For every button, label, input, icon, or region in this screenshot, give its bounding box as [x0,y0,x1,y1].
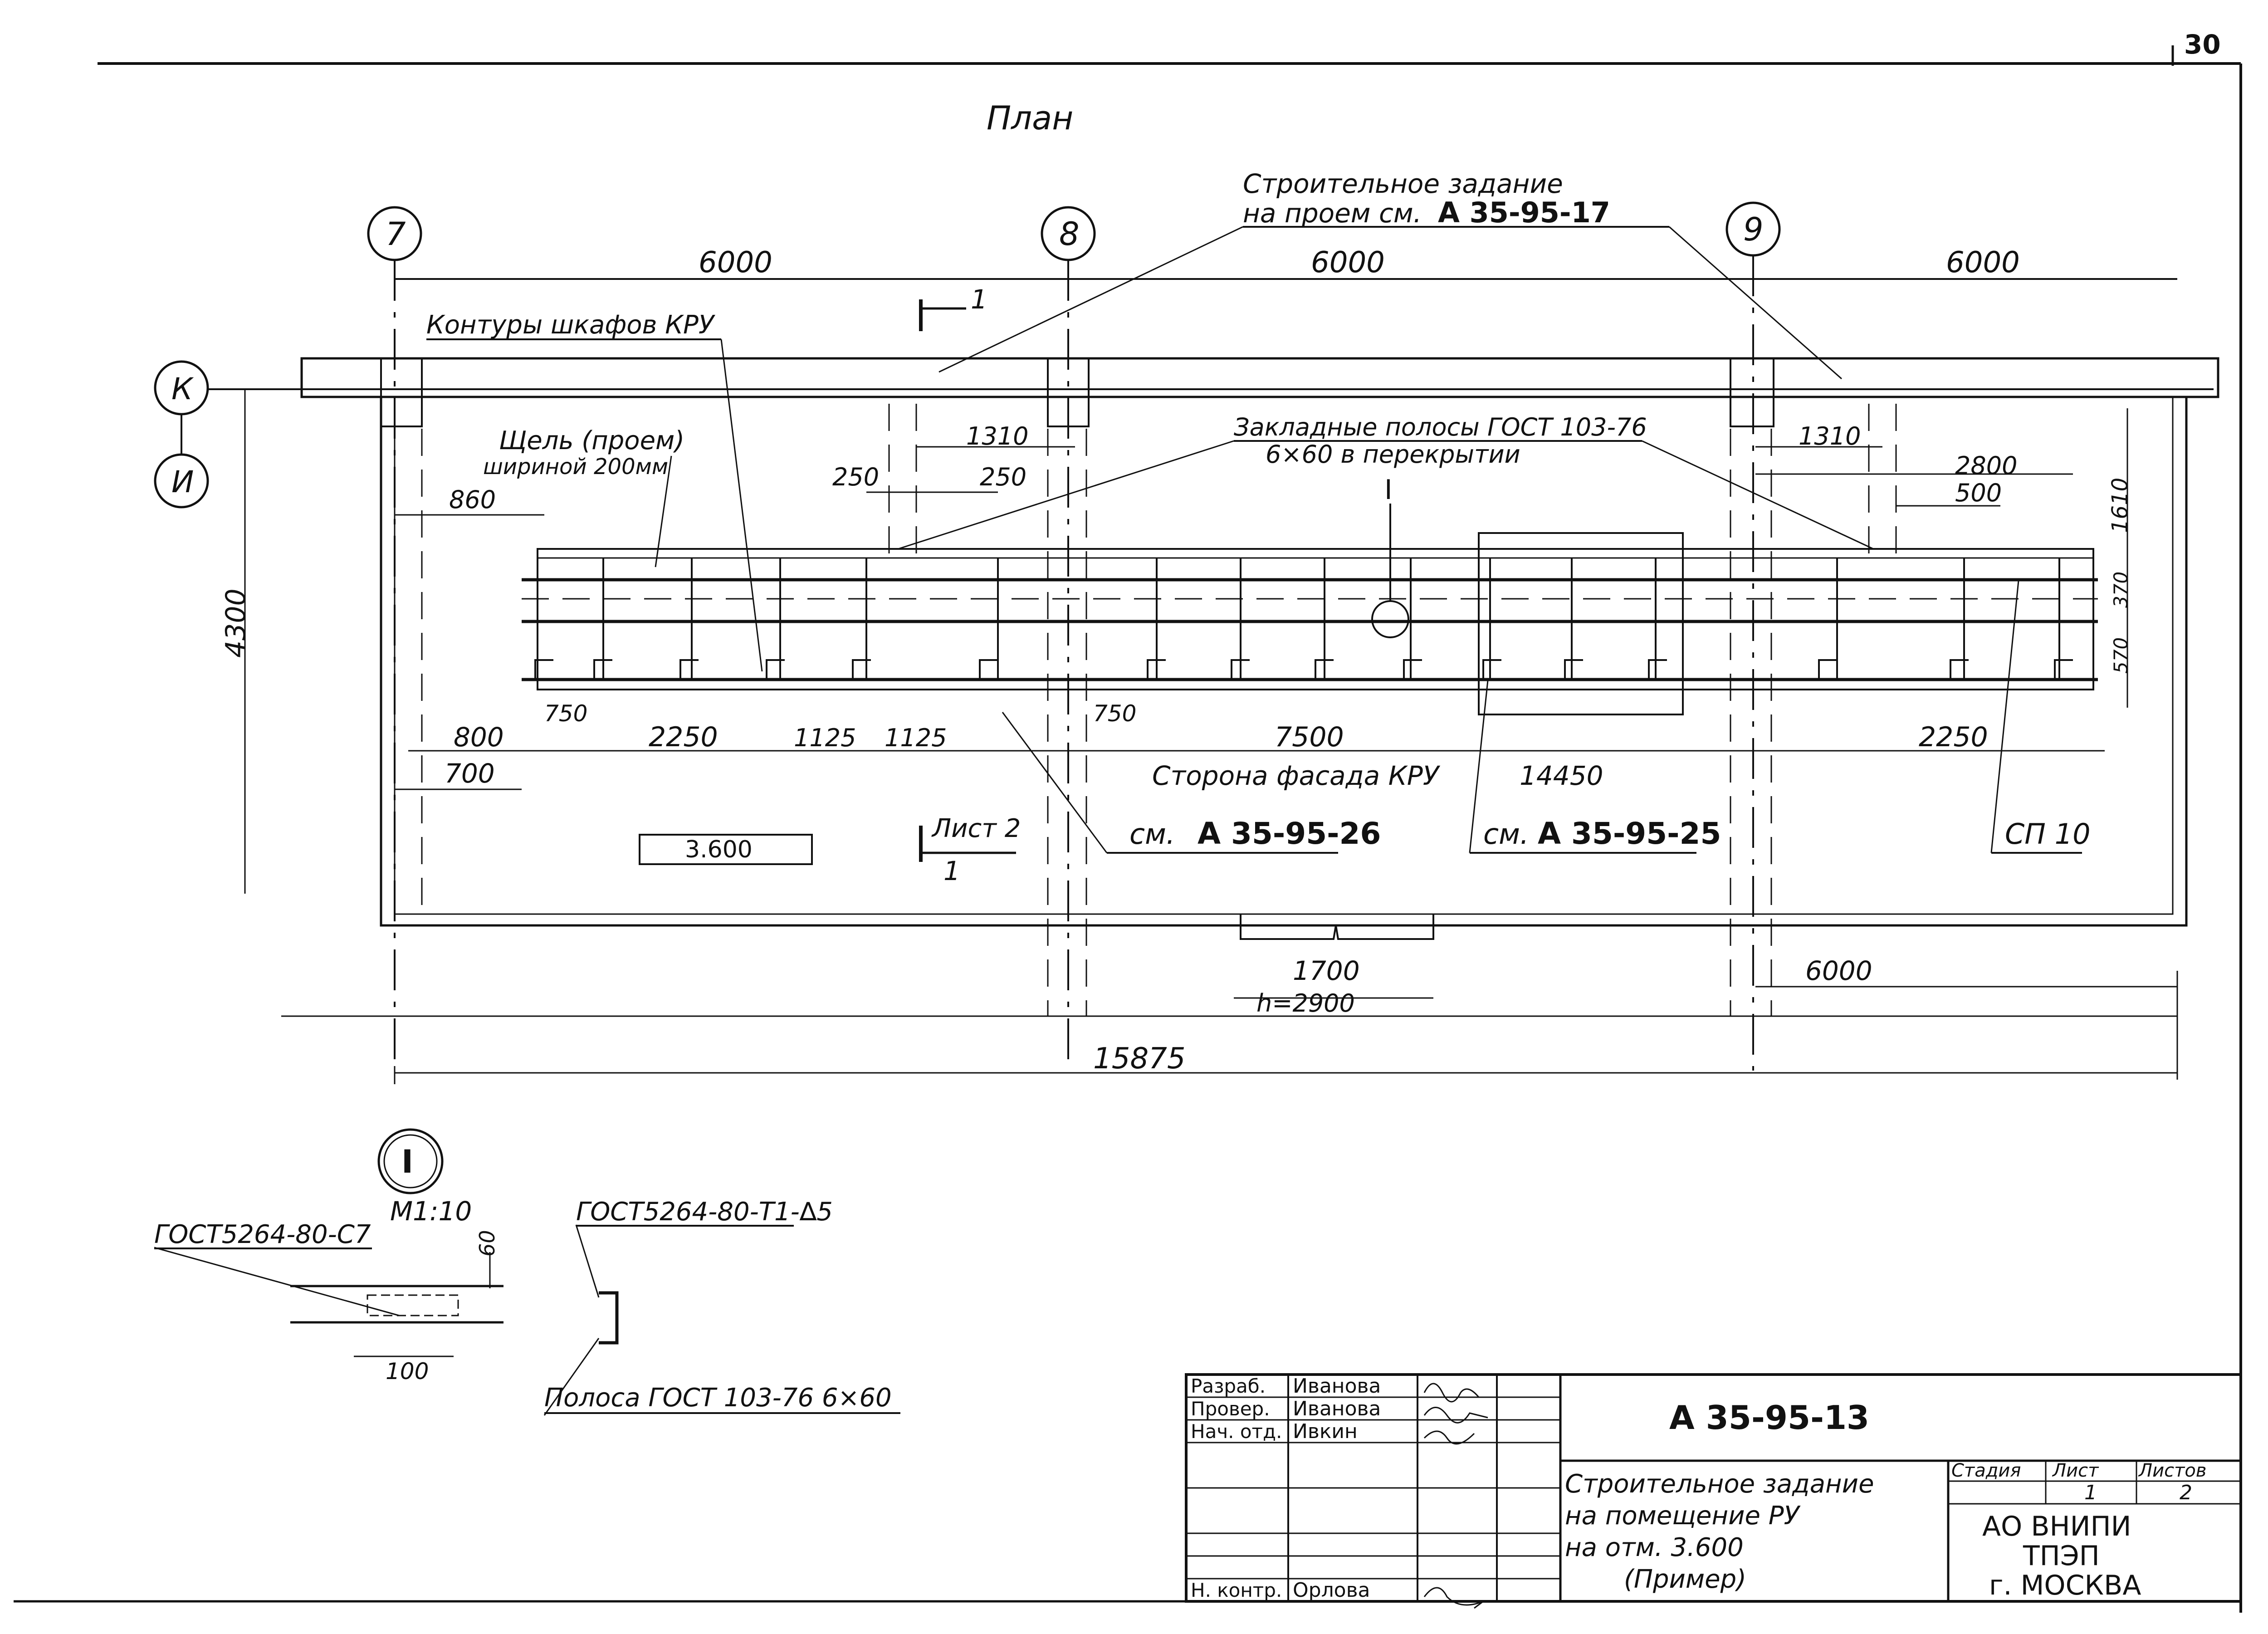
slot-callout-line1: Щель (проем) [499,426,684,455]
dim-4300: 4300 [220,588,252,658]
section-mark [919,299,1016,862]
span-6000-2: 6000 [1311,246,1385,279]
span-6000-3: 6000 [1946,246,2020,279]
sheet-header: Лист [2052,1460,2099,1481]
dim-1310-b: 1310 [1799,422,1861,450]
detail-dim-60: 60 [475,1230,499,1257]
section-bottom-number: 1 [943,856,960,886]
sheet-frame [14,45,2242,1613]
title-block [1185,1373,2242,1603]
elevation-value: 3.600 [685,836,753,863]
strips-callout-line2: 6×60 в перекрытии [1266,440,1520,469]
opening-task-ref: А 35-95-17 [1438,196,1610,229]
dim-2250-a: 2250 [649,721,718,753]
detail-dim-100: 100 [386,1358,429,1384]
axis-9-label: 9 [1743,211,1764,248]
dim-2800: 2800 [1955,451,2017,480]
dim-570: 570 [2110,637,2132,674]
desc-line-4: (Пример) [1624,1565,1746,1594]
detail-i-title: I [401,1143,413,1180]
detail-i-ref: I [1384,474,1393,506]
detail-i: I [154,1128,619,1416]
cn10-callout: СП 10 [2005,817,2091,851]
sheets-header: Листов [2138,1460,2206,1481]
org-line-1: АО ВНИПИ [1982,1511,2131,1542]
desc-line-3: на отм. 3.600 [1565,1533,1744,1562]
sheet-value: 1 [2084,1481,2097,1504]
door-height: h=2900 [1256,989,1355,1018]
dim-860: 860 [449,485,496,514]
dim-750-b: 750 [1093,700,1136,727]
dim-1700: 1700 [1293,955,1360,986]
see-26-ref: А 35-95-26 [1198,816,1381,851]
dim-1125-a: 1125 [794,724,856,752]
span-6000-right: 6000 [1805,955,1872,986]
span-6000-1: 6000 [699,246,772,279]
dim-14450: 14450 [1520,760,1603,791]
dimension-lines [244,389,2178,1084]
sheet-number: 30 [2184,29,2221,60]
see-25-ref: А 35-95-25 [1538,816,1721,851]
desc-line-1: Строительное задание [1565,1469,1874,1499]
plan-title: План [987,99,1073,137]
dim-7500: 7500 [1275,721,1344,753]
name-0: Иванова [1293,1375,1381,1398]
opening-task-line1: Строительное задание [1243,168,1563,199]
dim-1125-b: 1125 [885,724,947,752]
detail-i-marker [1371,600,1409,638]
cabinet-outlines [394,404,2098,1016]
signatures [1423,1383,1488,1609]
section-top-number: 1 [971,284,987,315]
see-25-prefix: см. [1483,817,1529,851]
dim-500: 500 [1955,479,2002,507]
section-sheet-ref: Лист 2 [931,814,1021,843]
role-2: Нач. отд. [1191,1420,1282,1443]
dim-1610: 1610 [2107,478,2133,533]
dim-250-b: 250 [980,463,1026,491]
dim-800: 800 [454,722,504,753]
slot-callout-line2: шириной 200мм [483,454,668,479]
weld-2: ГОСТ5264-80-Т1-∆5 [576,1197,833,1227]
dim-370: 370 [2110,572,2132,608]
dim-750-a: 750 [544,700,587,727]
org-line-2: ТПЭП [2023,1540,2100,1572]
dim-700: 700 [445,758,495,789]
elevation-box [639,834,813,865]
facade-side: Сторона фасада КРУ [1152,760,1441,791]
room-outline [300,357,2219,940]
desc-line-2: на помещение РУ [1565,1501,1801,1531]
detail-scale: М1:10 [390,1196,472,1227]
role-7: Н. контр. [1191,1579,1282,1601]
opening-task-line2: на проем см. [1243,198,1422,229]
role-0: Разраб. [1191,1375,1266,1397]
axis-8-label: 8 [1059,215,1080,253]
top-dimension-line [395,270,2177,288]
axis-7-label: 7 [386,215,406,253]
cabinets-callout: Контуры шкафов КРУ [426,310,716,340]
dim-250-a: 250 [832,463,879,491]
span-15875: 15875 [1093,1042,1186,1076]
org-line-3: г. МОСКВА [1989,1570,2141,1601]
name-2: Ивкин [1293,1420,1358,1443]
sheets-value: 2 [2180,1481,2192,1504]
axis-lines [394,255,1754,1071]
strip-note: Полоса ГОСТ 103-76 6×60 [544,1383,892,1413]
see-26-prefix: см. [1129,817,1175,851]
role-1: Провер. [1191,1398,1270,1420]
axis-markers [154,201,2214,509]
axis-i-label: И [171,465,194,499]
stage-header: Стадия [1951,1460,2021,1481]
weld-1: ГОСТ5264-80-С7 [154,1220,371,1249]
dim-1310-a: 1310 [966,422,1028,450]
strips-callout-line1: Закладные полосы ГОСТ 103-76 [1234,413,1647,441]
name-1: Иванова [1293,1397,1381,1420]
doc-code: А 35-95-13 [1669,1399,1869,1437]
axis-k-label: К [171,372,194,406]
name-7: Орлова [1293,1579,1370,1602]
dim-2250-b: 2250 [1919,721,1988,753]
